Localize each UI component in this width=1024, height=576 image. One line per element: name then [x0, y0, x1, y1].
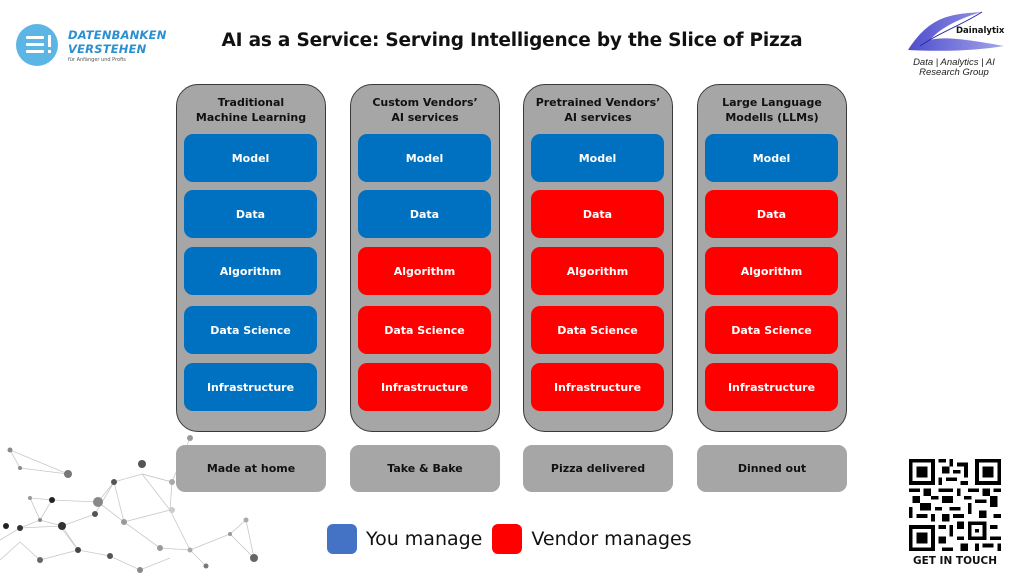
qr-code-icon[interactable] — [909, 459, 1001, 551]
column-heading: Pretrained Vendors’ AI services — [524, 95, 672, 125]
dainalytix-name: Dainalytix — [956, 26, 1005, 36]
column-heading-line2: Machine Learning — [195, 111, 307, 124]
logo-line2: VERSTEHEN — [68, 42, 147, 56]
wave-ribbon-logo-icon — [908, 11, 1004, 51]
network-graphic — [0, 435, 258, 573]
page-title: AI as a Service: Serving Intelligence by… — [221, 30, 803, 51]
layer-tile-data: Data — [705, 190, 838, 238]
layer-tile-model: Model — [531, 134, 664, 182]
layer-tile-algorithm: Algorithm — [358, 247, 491, 295]
legend-you-manage-label: You manage — [366, 528, 483, 550]
get-in-touch-label: GET IN TOUCH — [912, 555, 998, 567]
layer-tile-data: Data — [358, 190, 491, 238]
database-list-icon — [16, 24, 58, 66]
column-heading-line1: Custom Vendors’ — [372, 96, 478, 109]
layer-tile-data-science: Data Science — [184, 306, 317, 354]
layer-tile-model: Model — [184, 134, 317, 182]
column-heading-line1: Traditional — [217, 96, 285, 109]
column-heading-line1: Large Language — [722, 96, 822, 109]
column-heading-line1: Pretrained Vendors’ — [535, 96, 661, 109]
layer-tile-algorithm: Algorithm — [705, 247, 838, 295]
pizza-analogy-label: Take & Bake — [350, 445, 500, 492]
legend-vendor-manages-label: Vendor manages — [531, 528, 692, 550]
pizza-analogy-label: Made at home — [176, 445, 326, 492]
logo-line1: DATENBANKEN — [68, 28, 167, 42]
layer-tile-infrastructure: Infrastructure — [531, 363, 664, 411]
layer-tile-data-science: Data Science — [358, 306, 491, 354]
datenbanken-verstehen-logo: DATENBANKEN VERSTEHEN für Anfänger und P… — [16, 24, 196, 68]
dainalytix-subtitle-line2: Research Group — [919, 67, 989, 78]
column-heading: Custom Vendors’ AI services — [351, 95, 499, 125]
layer-tile-data: Data — [184, 190, 317, 238]
layer-tile-data-science: Data Science — [705, 306, 838, 354]
layer-tile-data-science: Data Science — [531, 306, 664, 354]
dainalytix-subtitle: Data | Analytics | AI Research Group — [900, 58, 1008, 78]
column-heading-line2: AI services — [391, 111, 459, 124]
layer-tile-infrastructure: Infrastructure — [184, 363, 317, 411]
layer-tile-infrastructure: Infrastructure — [358, 363, 491, 411]
dainalytix-subtitle-line1: Data | Analytics | AI — [913, 57, 995, 68]
column-heading-line2: Modells (LLMs) — [725, 111, 819, 124]
layer-tile-algorithm: Algorithm — [531, 247, 664, 295]
layer-tile-model: Model — [705, 134, 838, 182]
layer-tile-data: Data — [531, 190, 664, 238]
layer-tile-infrastructure: Infrastructure — [705, 363, 838, 411]
column-heading-line2: AI services — [564, 111, 632, 124]
legend: You manage Vendor manages — [327, 523, 702, 555]
dainalytix-logo: Dainalytix Data | Analytics | AI Researc… — [900, 6, 1010, 80]
pizza-analogy-label: Pizza delivered — [523, 445, 673, 492]
logo-tagline: für Anfänger und Profis — [68, 57, 126, 63]
layer-tile-model: Model — [358, 134, 491, 182]
legend-vendor-manages-swatch — [492, 524, 523, 554]
layer-tile-algorithm: Algorithm — [184, 247, 317, 295]
pizza-analogy-label: Dinned out — [697, 445, 847, 492]
legend-you-manage-swatch — [327, 524, 357, 554]
